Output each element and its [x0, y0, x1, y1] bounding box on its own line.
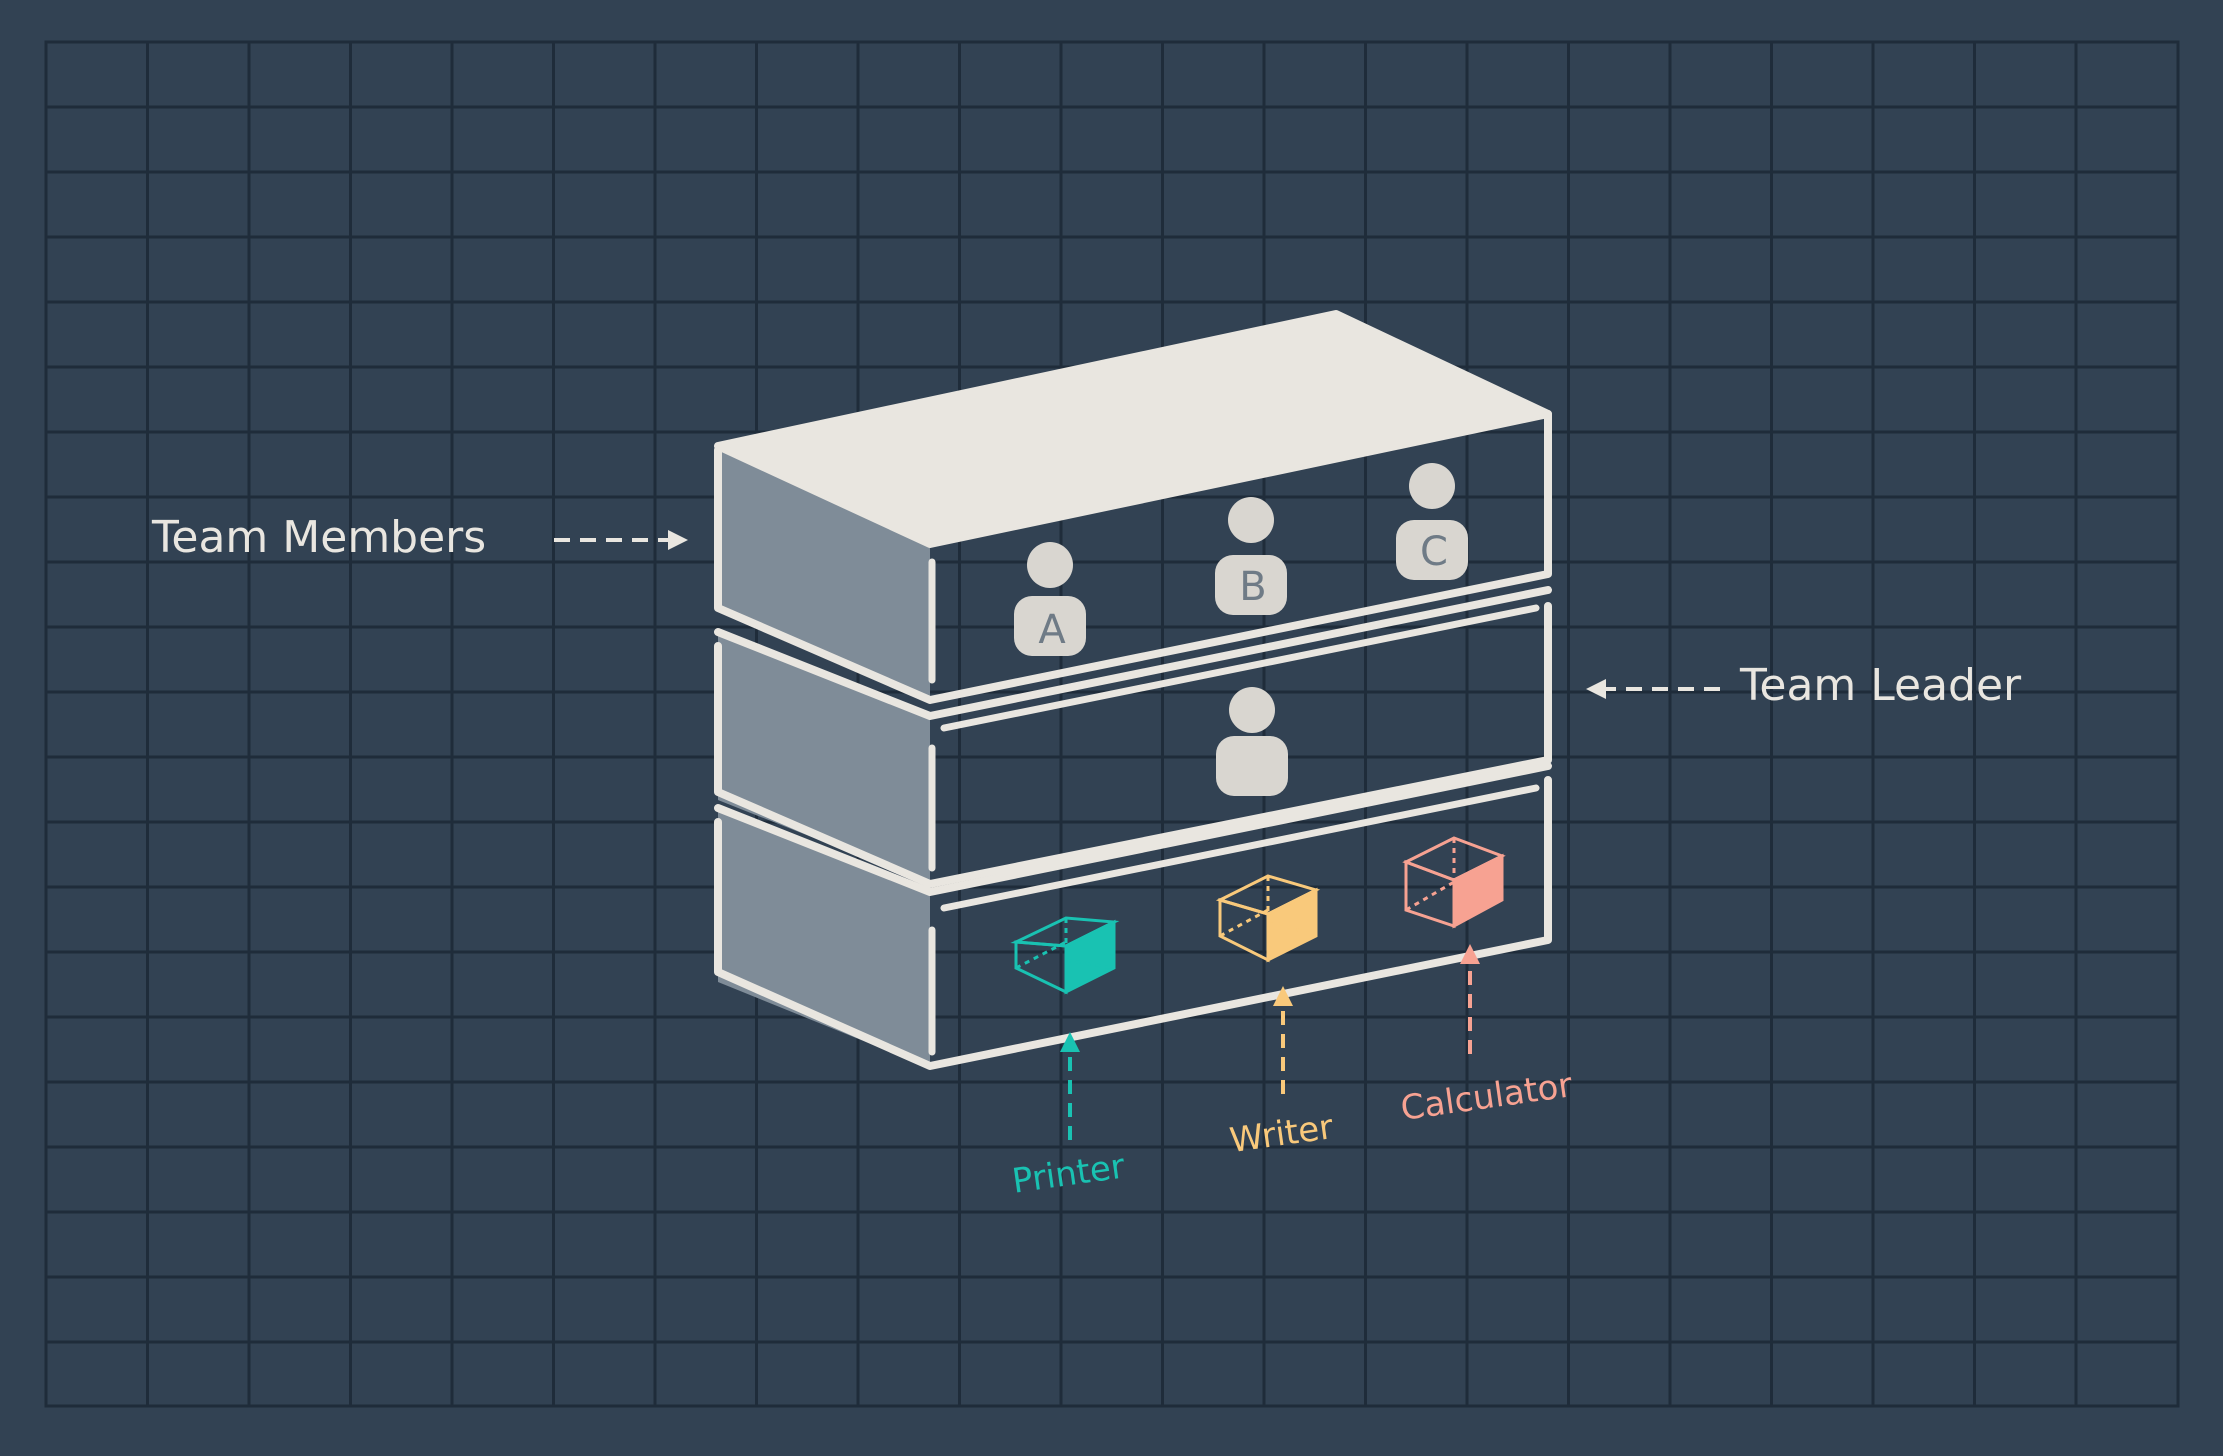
team-members-label: Team Members: [151, 512, 486, 563]
person-b-icon: B: [1215, 497, 1287, 615]
leader-person-icon: [1216, 687, 1288, 796]
person-c-icon: C: [1396, 463, 1468, 580]
member-b-letter: B: [1239, 564, 1266, 610]
team-leader-arrow: [1586, 679, 1720, 699]
grid: [44, 40, 2180, 1408]
calculator-cube-icon: [1402, 836, 1506, 929]
members-tier-side: [718, 450, 930, 698]
member-c-letter: C: [1420, 529, 1448, 575]
person-a-icon: A: [1014, 542, 1086, 656]
team-members-arrow: [554, 530, 688, 550]
team-leader-label: Team Leader: [1739, 660, 2022, 711]
leader-tier: [714, 586, 1552, 888]
member-a-letter: A: [1038, 607, 1066, 653]
writer-arrow: [1273, 986, 1293, 1094]
calculator-arrow: [1460, 944, 1480, 1054]
members-tier: [714, 310, 1552, 704]
writer-cube-icon: [1215, 874, 1321, 963]
grid-border: [44, 40, 2180, 1408]
tools-tier: [714, 762, 1552, 1070]
printer-cube-icon: [1010, 916, 1120, 995]
printer-arrow: [1060, 1032, 1080, 1140]
